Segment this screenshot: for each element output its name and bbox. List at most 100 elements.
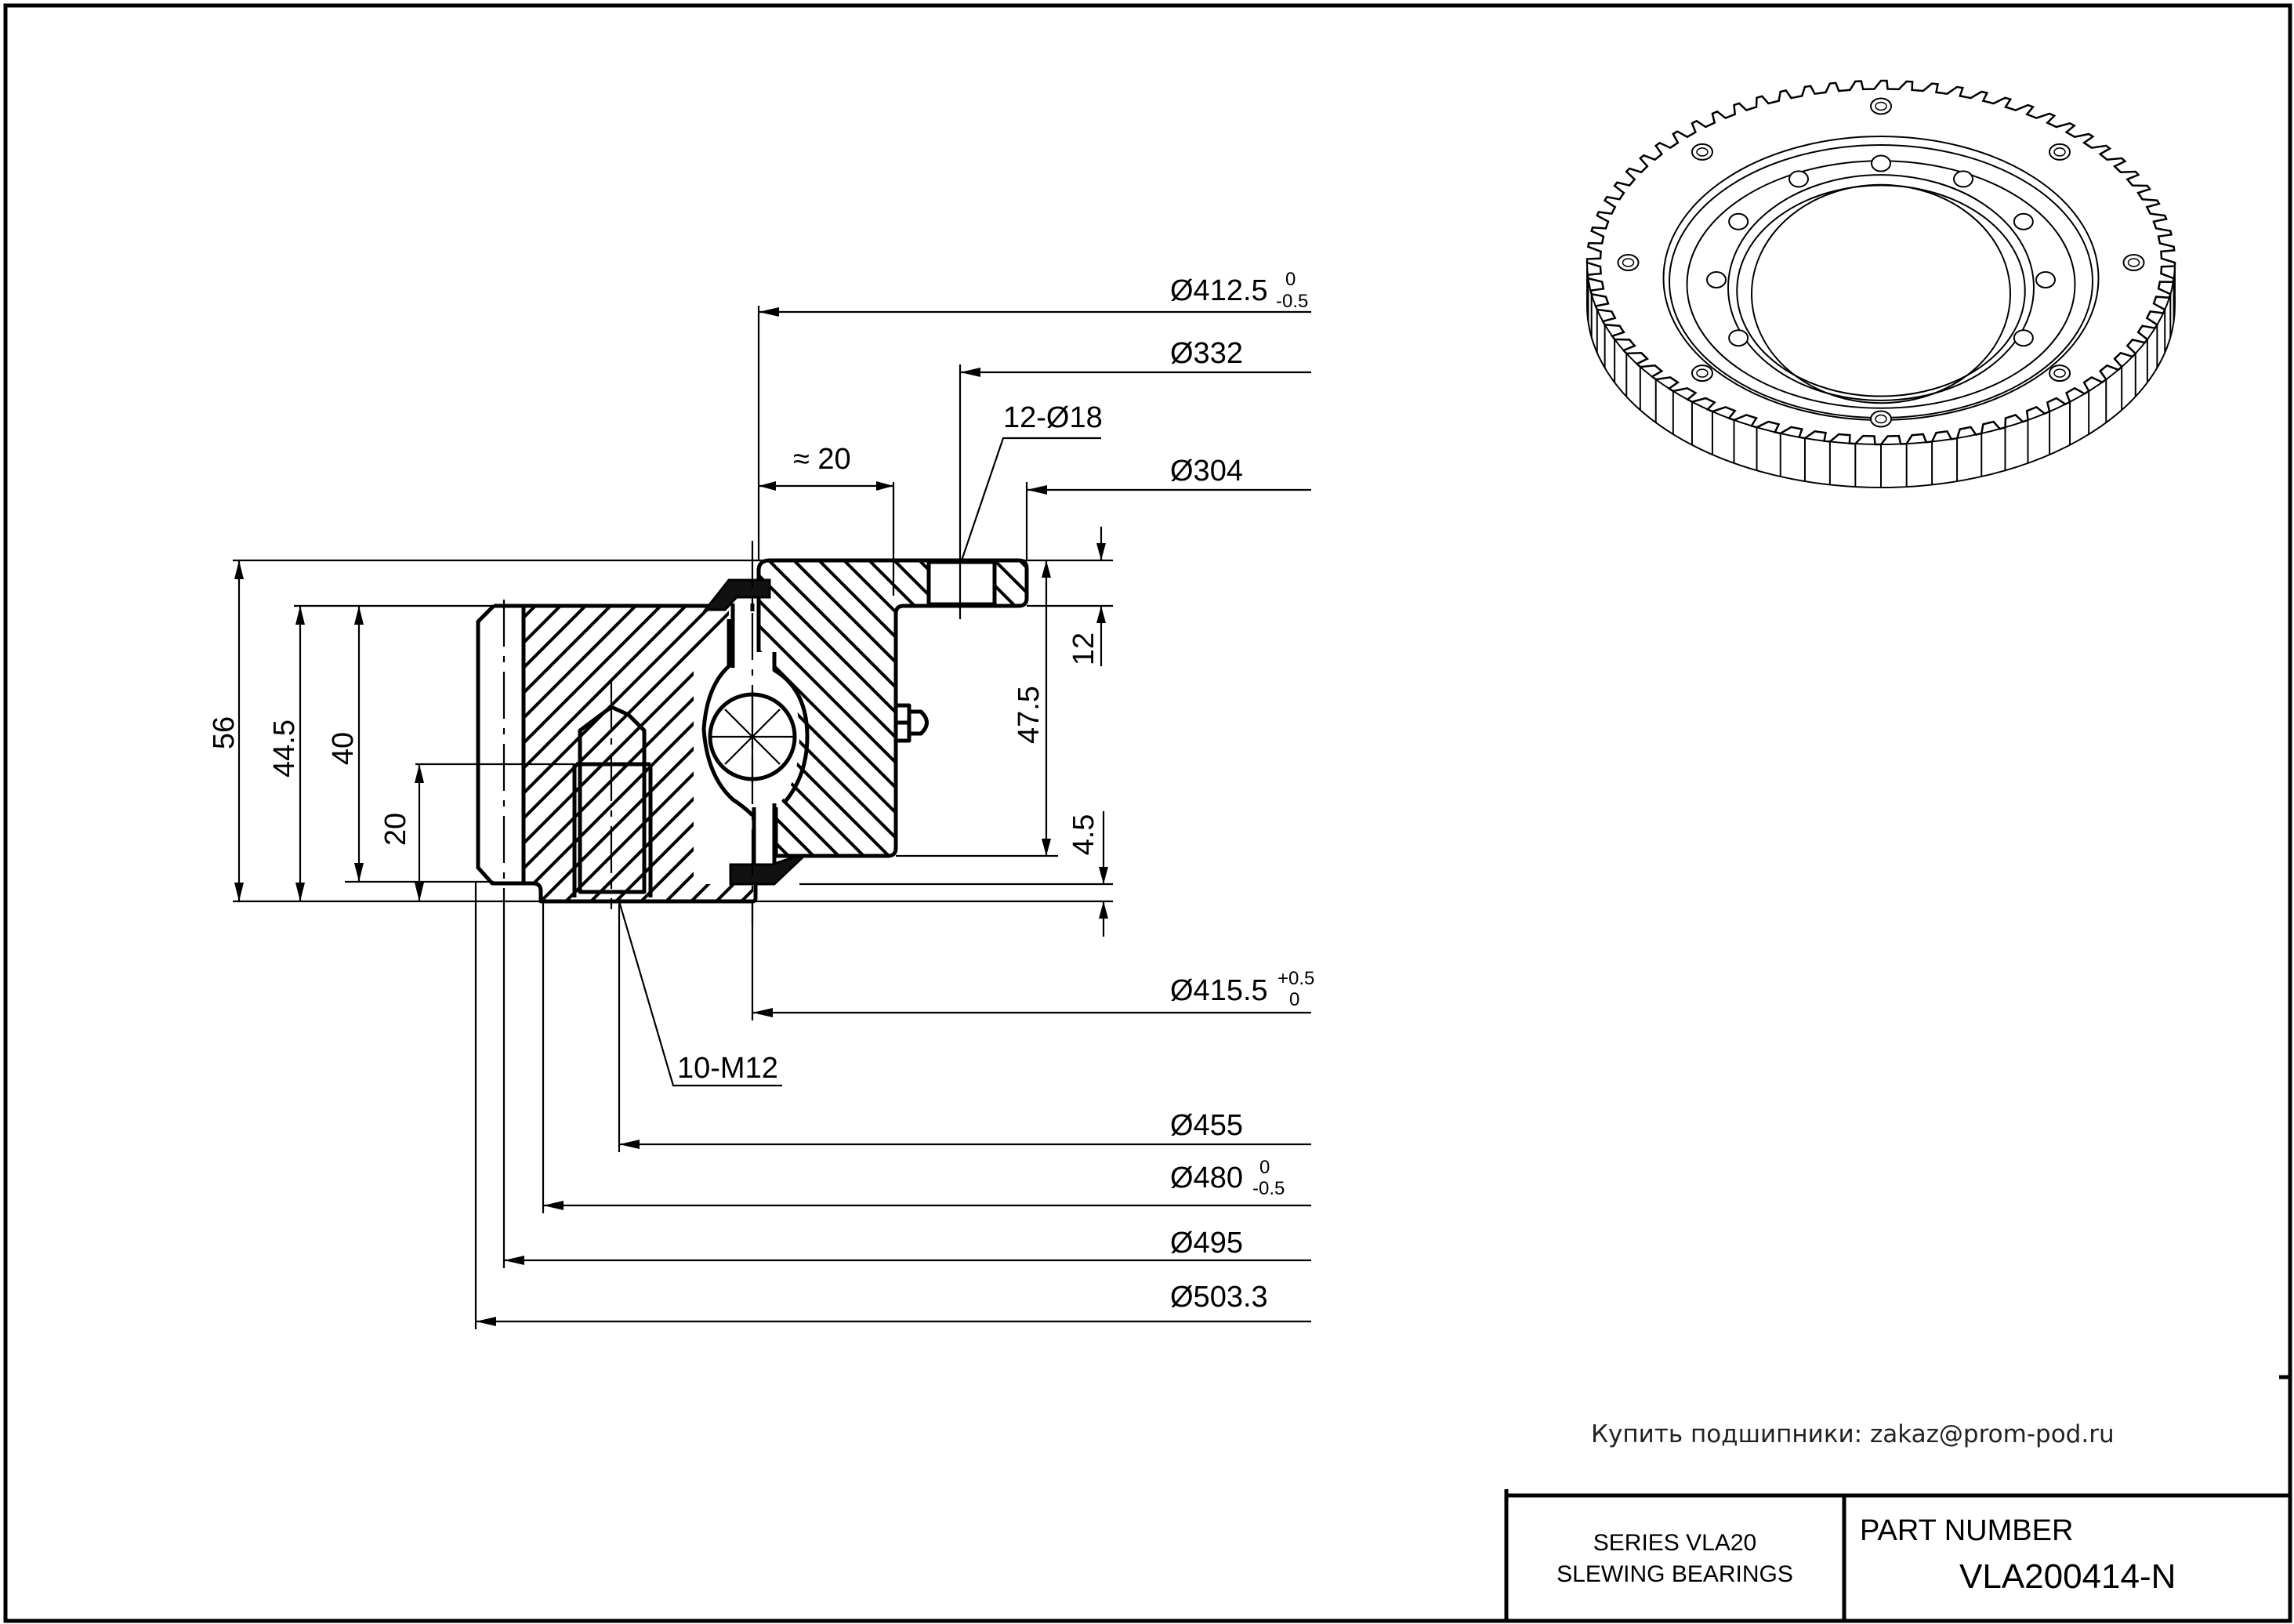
title-block: SERIES VLA20 SLEWING BEARINGS PART NUMBE… [1504, 1489, 2290, 1621]
contact-line[interactable]: Купить подшипники: zakaz@prom-pod.ru [1591, 1420, 2115, 1448]
threaded-hole [578, 705, 647, 894]
dim-d503: Ø503.3 [1170, 1281, 1268, 1314]
dim-h20: 20 [379, 813, 412, 846]
gear-teeth-outline [1586, 79, 2176, 446]
hatch-line [759, 560, 846, 856]
hatch-line [1635, 549, 1948, 862]
hatch-line [1006, 560, 1027, 856]
dim-d495: Ø495 [1170, 1227, 1243, 1260]
hatch-line [0, 596, 94, 909]
hatch-line [524, 606, 698, 901]
hatch-line [0, 549, 293, 862]
hatch-line [0, 549, 118, 862]
hatch-line [1209, 549, 1522, 862]
flange-hole [926, 560, 997, 607]
series-line-2: SLEWING BEARINGS [1557, 1561, 1793, 1587]
arrow-head [960, 368, 980, 377]
outer-ring-raceway [701, 619, 754, 817]
arrow-head [543, 1201, 564, 1210]
hatch-line [0, 596, 69, 909]
gear-mounting-hole [1953, 170, 1973, 188]
hatch-line [107, 596, 420, 909]
hatch-line [1110, 596, 1423, 909]
hatch-line [524, 606, 748, 901]
dim-d415-tol-upper: +0.5 [1277, 968, 1314, 989]
hatch-line [1259, 549, 1572, 862]
hatch-line [1133, 549, 1447, 862]
hatch-line [524, 606, 647, 901]
gear-thread-detail [2053, 368, 2066, 378]
hatch-line [0, 596, 295, 909]
dim-h4-5: 4.5 [1067, 814, 1100, 856]
hatch-line [909, 596, 1223, 909]
hatch-line [1108, 549, 1422, 862]
dim-h56: 56 [208, 716, 241, 749]
gear-inner-ring [1751, 183, 2011, 404]
gear-mounting-hole [1788, 170, 1809, 188]
hatch-line [1309, 549, 1622, 862]
dim-d480-tol-lower: -0.5 [1252, 1178, 1285, 1199]
hatch-line [1434, 549, 1748, 862]
gear-threaded-hole [2122, 254, 2145, 271]
arrow-head [1027, 485, 1047, 495]
hatch-line [1060, 596, 1373, 909]
hatch-line [1158, 549, 1472, 862]
hatch-line [30, 549, 343, 862]
dim-h47-5: 47.5 [1013, 686, 1046, 744]
hatch-line [0, 549, 268, 862]
gear-thread-detail [1875, 101, 1887, 111]
thread-lines [572, 762, 653, 897]
arrow-head [759, 307, 779, 317]
hatch-line [884, 596, 1198, 909]
hatch-line [0, 596, 219, 909]
dim-d412-tol-lower: -0.5 [1276, 291, 1308, 312]
hatch-line [155, 549, 469, 862]
hatch-line [1335, 596, 1649, 909]
hatch-line [5, 549, 318, 862]
hatch-line [524, 606, 597, 901]
hatch-line [859, 596, 1172, 909]
hatch-line [0, 549, 168, 862]
gear-threaded-hole [1617, 254, 1640, 271]
hatch-line [759, 560, 872, 856]
hatch-line [0, 596, 270, 909]
dim-hole-pattern: 12-Ø18 [1003, 401, 1103, 434]
dimension-lines [233, 306, 1311, 1329]
hatch-line [1185, 596, 1499, 909]
hatch-line [1085, 596, 1398, 909]
hatch-line [1058, 549, 1372, 862]
part-number-label: PART NUMBER [1860, 1514, 2073, 1547]
arrow-head [752, 1008, 773, 1017]
hatch-line [1484, 549, 1798, 862]
gear-threaded-hole [1870, 97, 1892, 115]
hatch-line [1260, 596, 1574, 909]
gear-mounting-hole [2035, 271, 2056, 288]
part-number-value: VLA200414-N [1959, 1557, 2176, 1596]
hatch-line [205, 549, 519, 862]
hatch-line [0, 549, 218, 862]
hatch-line [1585, 549, 1898, 862]
sheet-border [3, 3, 2292, 1623]
hatch-line [1210, 596, 1524, 909]
inner-ring-raceway [772, 652, 810, 805]
hatch-line [157, 596, 470, 909]
gear-threaded-hole [2049, 364, 2071, 382]
arrow-head [295, 883, 305, 901]
upper-seal [702, 578, 771, 611]
gear-thread-detail [1696, 368, 1709, 378]
gear-threaded-hole [2049, 143, 2071, 161]
dim-h44-5: 44.5 [268, 720, 301, 778]
gear-thread-detail [2127, 258, 2140, 267]
hatch-line [1334, 549, 1647, 862]
hatch-line [959, 596, 1273, 909]
slewing-ring-gear-icon [1586, 79, 2176, 488]
arrow-head [354, 863, 364, 882]
gear-side-face [1586, 262, 2176, 488]
hatch-line [0, 596, 194, 909]
hatch-line [531, 606, 752, 901]
hatch-line [1384, 549, 1698, 862]
arrow-head [476, 1317, 496, 1326]
hatch-line [1284, 549, 1597, 862]
lower-seal [729, 855, 806, 886]
